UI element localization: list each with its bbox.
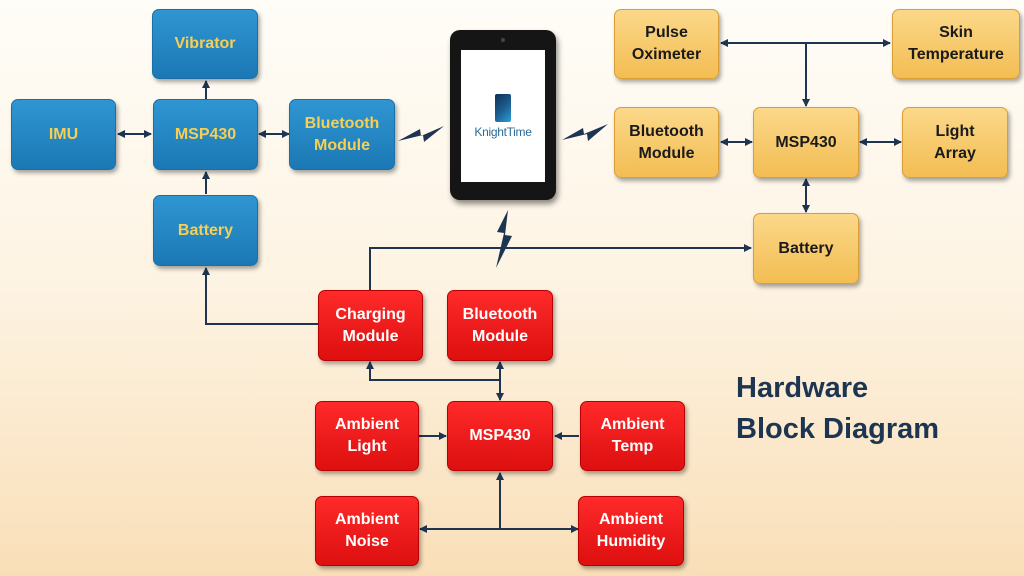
diagram-title: Hardware Block Diagram — [736, 372, 940, 445]
ambient-noise-box: Ambient Noise — [315, 496, 419, 566]
blue-battery-box: Battery — [153, 195, 258, 266]
imu-box: IMU — [11, 99, 116, 170]
ambient-humidity-box: Ambient Humidity — [578, 496, 684, 566]
blue-msp430-box: MSP430 — [153, 99, 258, 170]
yellow-battery-box: Battery — [753, 213, 859, 284]
wire-charging-msp430 — [369, 362, 500, 381]
yellow-bluetooth-module-box: Bluetooth Module — [614, 107, 719, 178]
skin-temperature-box: Skin Temperature — [892, 9, 1020, 79]
wire-charging-yellow-battery — [369, 244, 752, 290]
red-bluetooth-module-box: Bluetooth Module — [447, 290, 553, 361]
app-name: KnightTime — [474, 124, 532, 139]
wireless-bolt-right — [562, 124, 608, 141]
wire-charging-blue-battery — [202, 267, 318, 325]
wireless-bolt-bottom — [496, 210, 512, 268]
vibrator-box: Vibrator — [152, 9, 258, 79]
blue-bluetooth-module-box: Bluetooth Module — [289, 99, 395, 170]
yellow-msp430-box: MSP430 — [753, 107, 859, 178]
ambient-light-box: Ambient Light — [315, 401, 419, 471]
charging-module-box: Charging Module — [318, 290, 423, 361]
camera-icon — [501, 38, 505, 42]
app-logo-icon — [495, 93, 511, 122]
pulse-oximeter-box: Pulse Oximeter — [614, 9, 719, 79]
tablet-device: KnightTime — [450, 30, 556, 200]
light-array-box: Light Array — [902, 107, 1008, 178]
red-msp430-box: MSP430 — [447, 401, 553, 471]
ambient-temp-box: Ambient Temp — [580, 401, 685, 471]
tablet-screen: KnightTime — [461, 50, 545, 182]
wireless-bolt-left — [398, 126, 444, 142]
